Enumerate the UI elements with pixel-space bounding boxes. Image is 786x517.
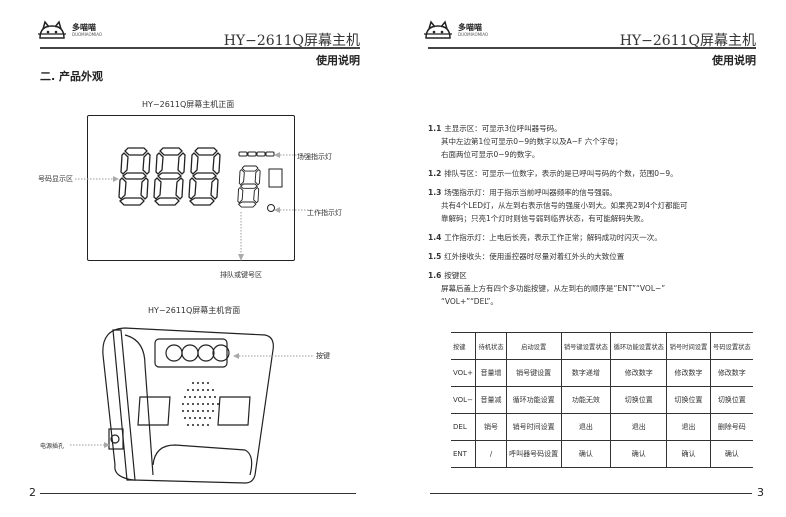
table-cell: 循环功能设置: [505, 386, 562, 414]
table-cell: 音量减: [475, 386, 507, 414]
cat-logo-icon: [424, 21, 453, 39]
table-cell: 确认: [610, 440, 667, 468]
header-rule: [40, 47, 360, 49]
logo-sub: DUOMIAOMIAO: [72, 32, 103, 37]
table-cell: /: [475, 440, 507, 468]
label-number-area: 号码显示区: [38, 175, 73, 183]
table-cell: 修改数字: [610, 359, 667, 387]
section-title: 二. 产品外观: [40, 70, 104, 83]
footer-rule: [430, 493, 752, 494]
table-cell: 待机状态: [475, 332, 507, 360]
page-number: 3: [757, 486, 764, 499]
back-panel-drawing: [102, 327, 274, 484]
page-number: 2: [29, 486, 36, 499]
speaker-holes: [182, 382, 219, 426]
table-cell: 呼叫器号码设置: [505, 440, 562, 468]
table-row: ENT/呼叫器号码设置确认确认确认确认: [451, 440, 753, 468]
header-rule: [428, 47, 756, 49]
label-signal-led: 场强指示灯: [297, 153, 332, 161]
table-cell: 修改数字: [709, 359, 753, 387]
table-cell: ENT: [451, 440, 476, 468]
table-cell: 销号键设置: [505, 359, 562, 387]
usage-title: 使用说明: [712, 54, 756, 67]
table-row: VOL−音量减循环功能设置功能无效切换位置切换位置切换位置: [451, 386, 753, 414]
usage-title: 使用说明: [316, 54, 360, 67]
arrow-icon: [274, 207, 312, 213]
table-row: VOL+音量增销号键设置数字递增修改数字修改数字修改数字: [451, 359, 753, 387]
arrow-icon: [233, 353, 313, 359]
table-cell: 退出: [666, 413, 711, 441]
table-cell: 号码设置状态: [709, 332, 753, 360]
arrow-icon: [274, 152, 312, 158]
cat-logo-icon: [38, 21, 67, 39]
table-cell: 退出: [560, 413, 611, 441]
table-cell: 退出: [610, 413, 667, 441]
table-cell: 确认: [666, 440, 711, 468]
table-cell: 音量增: [475, 359, 507, 387]
table-header-row: 按键待机状态启动设置销号键设置状态循环功能设置状态销号时间设置号码设置状态: [451, 332, 753, 360]
table-cell: 确认: [709, 440, 753, 468]
table-cell: 切换位置: [709, 386, 753, 414]
table-cell: 销号时间设置: [666, 332, 711, 360]
arrow-icon: [75, 176, 119, 182]
header-title: HY−2611Q屏幕主机: [619, 33, 756, 49]
table-cell: 销号: [475, 413, 507, 441]
logo-sub: DUOMIAOMIAO: [458, 32, 489, 37]
table-cell: DEL: [451, 413, 476, 441]
label-keys: 按键: [316, 352, 330, 360]
footer-rule: [40, 493, 356, 494]
table-cell: 销号时间设置: [505, 413, 562, 441]
table-cell: 数字递增: [560, 359, 611, 387]
back-caption: HY−2611Q屏幕主机背面: [148, 306, 241, 315]
table-cell: 修改数字: [666, 359, 711, 387]
logo-brand: 多喵喵: [458, 23, 482, 32]
table-cell: 功能无效: [560, 386, 611, 414]
label-queue-area: 排队或键号区: [220, 271, 262, 279]
header-title: HY−2611Q屏幕主机: [223, 33, 360, 49]
table-cell: 循环功能设置状态: [610, 332, 667, 360]
table-cell: 启动设置: [505, 332, 562, 360]
table-cell: 切换位置: [666, 386, 711, 414]
label-power-jack: 电源插孔: [40, 443, 65, 450]
front-panel: [87, 115, 295, 261]
seven-segment-display: [118, 147, 283, 212]
label-work-led: 工作指示灯: [307, 209, 342, 217]
arrow-icon: [70, 442, 110, 448]
front-caption: HY−2611Q屏幕主机正面: [142, 100, 235, 109]
table-cell: 销号键设置状态: [560, 332, 611, 360]
table-cell: 按键: [451, 332, 476, 360]
logo-brand: 多喵喵: [72, 23, 96, 32]
arrow-icon: [238, 212, 244, 261]
table-cell: VOL−: [451, 386, 476, 414]
table-cell: 切换位置: [610, 386, 667, 414]
table-cell: 确认: [560, 440, 611, 468]
table-cell: VOL+: [451, 359, 476, 387]
table-cell: 删除号码: [709, 413, 753, 441]
